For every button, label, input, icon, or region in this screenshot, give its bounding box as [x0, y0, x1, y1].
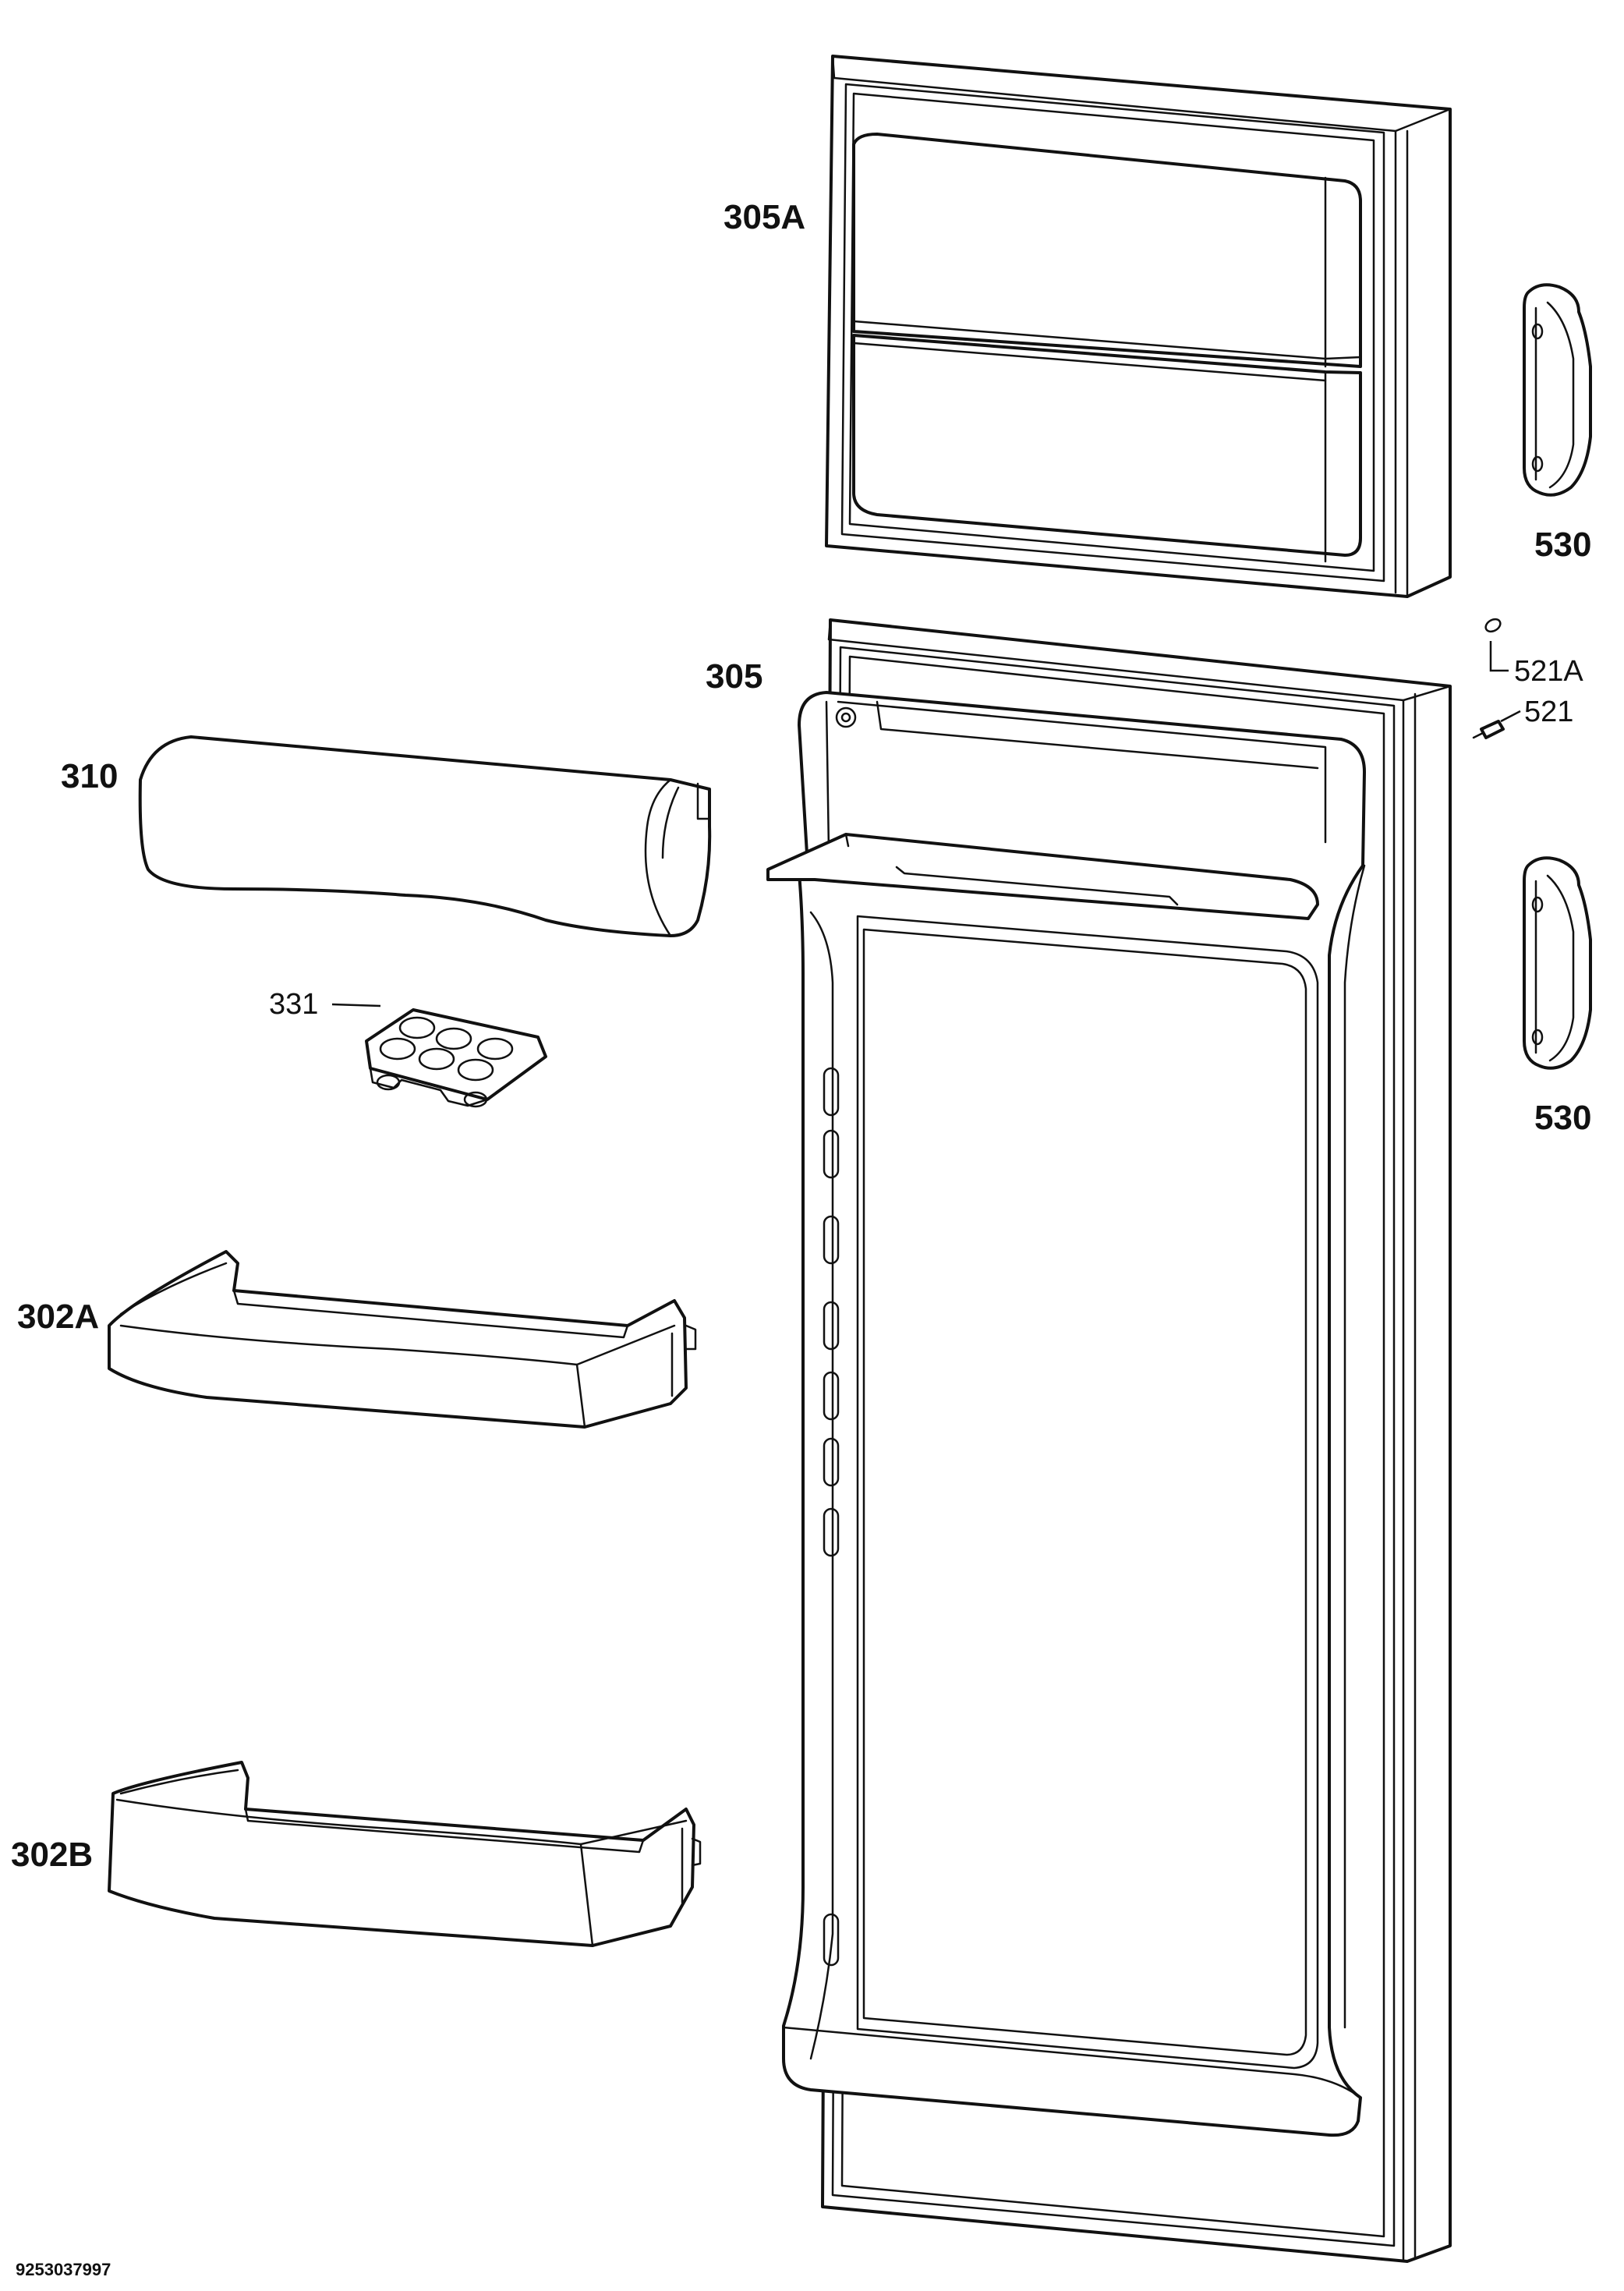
egg-tray-331[interactable]: [365, 1008, 547, 1108]
door-shelf-302A[interactable]: [108, 1250, 697, 1429]
label-331: 331: [269, 988, 318, 1021]
label-302A: 302A: [17, 1298, 99, 1336]
leader-521A: [1489, 641, 1509, 672]
label-305A: 305A: [724, 198, 805, 236]
freezer-door-305A[interactable]: [825, 55, 1452, 598]
label-302B: 302B: [11, 1836, 93, 1874]
screw-521[interactable]: [1472, 720, 1505, 739]
label-305: 305: [706, 657, 762, 696]
label-521: 521: [1524, 696, 1573, 728]
label-521A: 521A: [1514, 655, 1583, 688]
door-handle-upper-530[interactable]: [1523, 283, 1592, 497]
door-shelf-302B[interactable]: [108, 1761, 702, 1947]
label-310: 310: [61, 757, 118, 795]
label-530-lower: 530: [1534, 1099, 1591, 1137]
leader-521: [1500, 710, 1521, 723]
door-handle-lower-530[interactable]: [1523, 856, 1592, 1070]
dairy-compartment-cover-310[interactable]: [138, 735, 712, 937]
fridge-door-305[interactable]: [766, 618, 1452, 2263]
cap-521A[interactable]: [1484, 617, 1502, 634]
document-code: 9253037997: [16, 2260, 111, 2279]
leader-331: [331, 1003, 381, 1007]
label-530-upper: 530: [1534, 526, 1591, 564]
